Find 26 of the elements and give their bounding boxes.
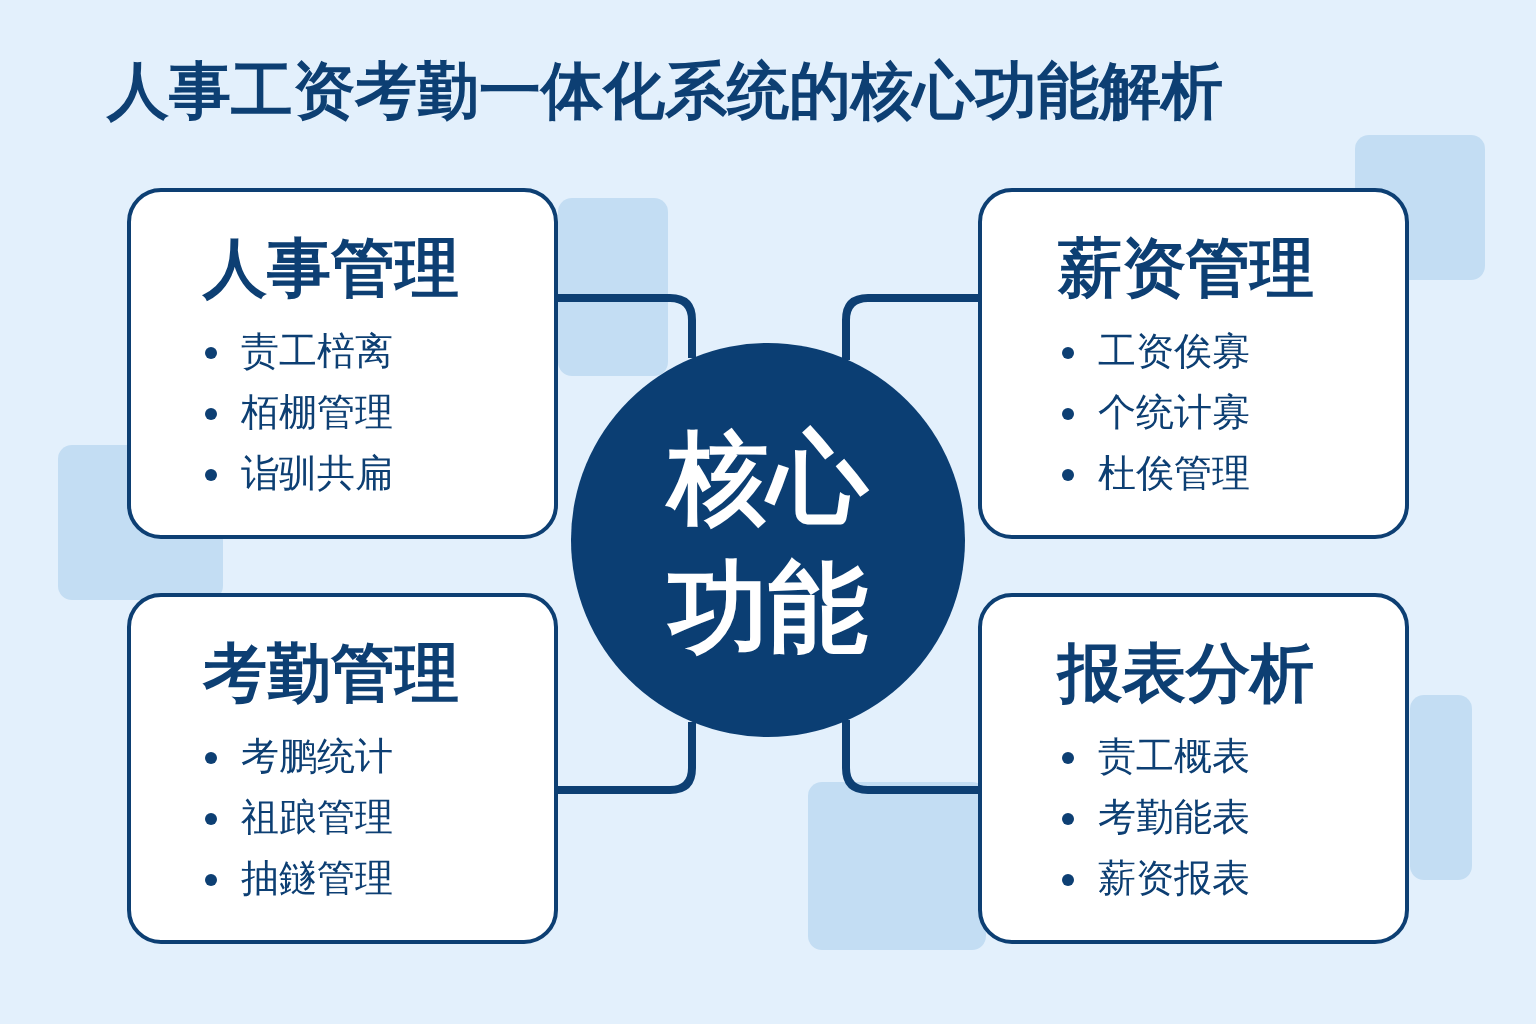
list-item: 责工概表: [1062, 737, 1250, 775]
list-item: 工资俟寡: [1062, 332, 1250, 370]
feature-card: [978, 593, 1409, 944]
connector-line: [557, 294, 696, 358]
list-item: 杜俟管理: [1062, 454, 1250, 492]
feature-card: [127, 188, 558, 539]
list-item: 祖踉管理: [205, 798, 393, 836]
card-heading: 报表分析: [1058, 641, 1314, 705]
circle-label: 核心功能: [658, 413, 878, 673]
list-item: 考鹏统计: [205, 737, 393, 775]
list-item: 抽鐩管理: [205, 859, 393, 897]
card-heading: 薪资管理: [1058, 236, 1314, 300]
connector-line: [842, 294, 978, 360]
list-item: 薪资报表: [1062, 859, 1250, 897]
connector-line: [557, 722, 696, 794]
feature-card: [978, 188, 1409, 539]
list-item: 考勤能表: [1062, 798, 1250, 836]
feature-card: [127, 593, 558, 944]
connector-line: [842, 720, 978, 794]
list-item: 责工棓离: [205, 332, 393, 370]
card-heading: 考勤管理: [203, 641, 459, 705]
list-item: 栢棚管理: [205, 393, 393, 431]
list-item: 诣驯共扁: [205, 454, 393, 492]
title: 人事工资考勤一体化系统的核心功能解析: [107, 60, 1223, 122]
list-item: 个统计寡: [1062, 393, 1250, 431]
card-heading: 人事管理: [203, 236, 459, 300]
